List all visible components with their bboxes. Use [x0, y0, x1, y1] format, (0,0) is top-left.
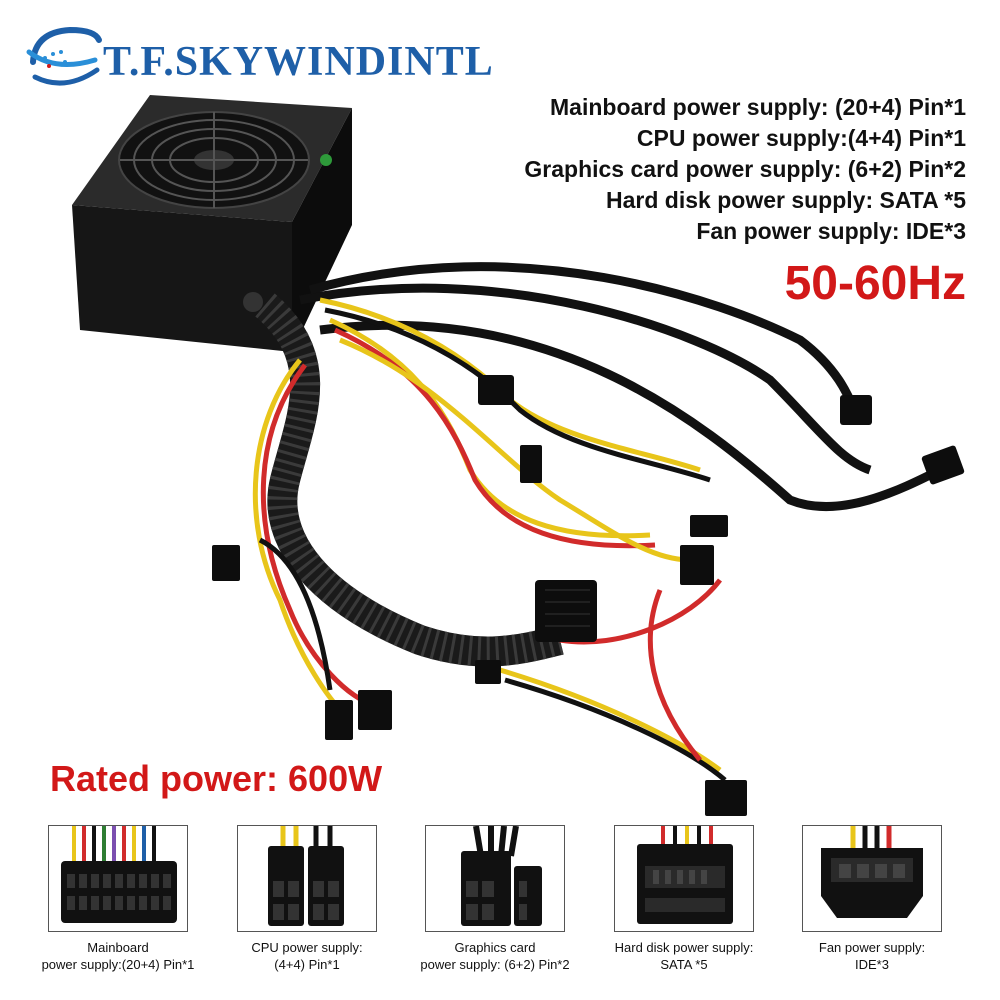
graphics-connector-image	[425, 825, 565, 932]
connector-graphics: Graphics card power supply: (6+2) Pin*2	[420, 825, 570, 972]
connector-label: Fan power supply: IDE*3	[818, 940, 926, 972]
connector-mainboard: Mainboard power supply:(20+4) Pin*1	[42, 825, 194, 972]
spec-cpu: CPU power supply:(4+4) Pin*1	[636, 125, 966, 151]
connector-cpu: CPU power supply: (4+4) Pin*1	[237, 825, 377, 972]
connector-ide: Fan power supply: IDE*3	[802, 825, 942, 972]
spec-mainboard: Mainboard power supply: (20+4) Pin*1	[550, 94, 966, 120]
rated-power-label: Rated power: 600W	[50, 758, 383, 799]
spec-graphics: Graphics card power supply: (6+2) Pin*2	[524, 156, 966, 182]
mainboard-connector-image	[48, 825, 188, 932]
connector-label: CPU power supply: (4+4) Pin*1	[251, 940, 363, 972]
brand-name: T.F.SKYWINDINTL	[103, 39, 494, 85]
psu-unit	[72, 95, 352, 352]
sata-connector-image	[614, 825, 754, 932]
swoosh-globe-logo-icon	[26, 26, 102, 86]
connector-gallery: Mainboard power supply:(20+4) Pin*1	[0, 825, 1000, 1000]
connector-label: Mainboard power supply:(20+4) Pin*1	[41, 940, 195, 972]
power-supply-product-image	[72, 95, 965, 816]
spec-hard-disk: Hard disk power supply: SATA *5	[606, 187, 966, 213]
cpu-connector-image	[237, 825, 377, 932]
brand-logo: T.F.SKYWINDINTL	[25, 22, 505, 92]
connector-label: Hard disk power supply: SATA *5	[614, 940, 754, 972]
connector-sata: Hard disk power supply: SATA *5	[614, 825, 754, 972]
spec-fan: Fan power supply: IDE*3	[696, 218, 966, 244]
ide-connector-image	[802, 825, 942, 932]
connector-label: Graphics card power supply: (6+2) Pin*2	[420, 940, 570, 972]
frequency-label: 50-60Hz	[784, 257, 966, 310]
spec-list: Mainboard power supply: (20+4) Pin*1 CPU…	[524, 92, 966, 247]
